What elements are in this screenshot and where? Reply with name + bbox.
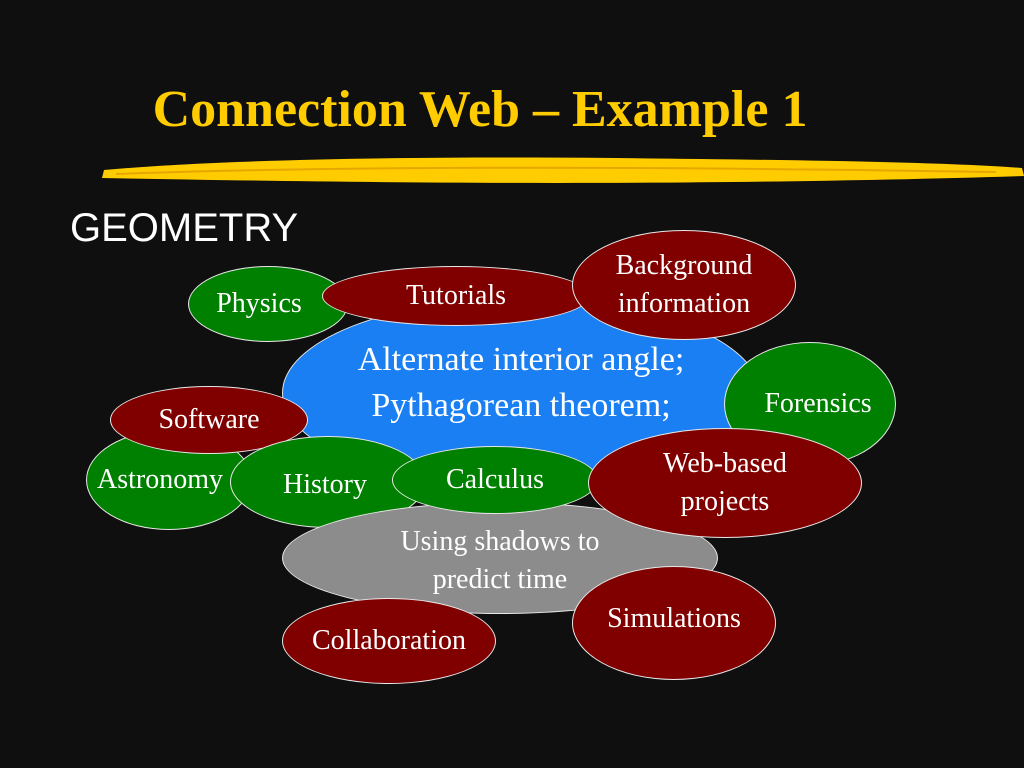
node-tutorials-label: Tutorials — [405, 280, 507, 311]
center-line-2: Pythagorean theorem; — [371, 386, 671, 424]
node-simulations-label: Simulations — [607, 603, 741, 635]
node-forensics-label: Forensics — [764, 388, 872, 420]
node-background-line-1: Background — [615, 250, 753, 282]
node-collaboration: Collaboration — [282, 598, 496, 684]
node-web-based-projects: Web-based projects — [588, 428, 862, 538]
node-physics-label: Physics — [216, 288, 302, 320]
center-line-1: Alternate interior angle; — [357, 341, 685, 378]
slide-title: Connection Web – Example 1 — [152, 81, 808, 138]
node-software-label: Software — [158, 404, 260, 436]
node-calculus-label: Calculus — [446, 464, 544, 496]
node-calculus: Calculus — [392, 446, 598, 514]
node-physics: Physics — [188, 266, 348, 342]
node-astronomy-label: Astronomy — [97, 464, 223, 496]
node-software: Software — [110, 386, 308, 454]
node-simulations: Simulations — [572, 566, 776, 680]
node-shadows-line-1: Using shadows to — [400, 526, 600, 557]
node-background-line-2: information — [617, 288, 751, 319]
node-webbased-line-2: projects — [680, 486, 770, 517]
node-collaboration-label: Collaboration — [312, 625, 466, 657]
node-webbased-line-1: Web-based — [663, 448, 787, 480]
node-history-label: History — [283, 469, 367, 501]
node-shadows-line-2: predict time — [432, 563, 568, 595]
node-tutorials: Tutorials — [322, 266, 590, 326]
title-underline — [102, 157, 1024, 183]
subject-label: GEOMETRY — [70, 206, 299, 250]
node-background-information: Background information — [572, 230, 796, 340]
